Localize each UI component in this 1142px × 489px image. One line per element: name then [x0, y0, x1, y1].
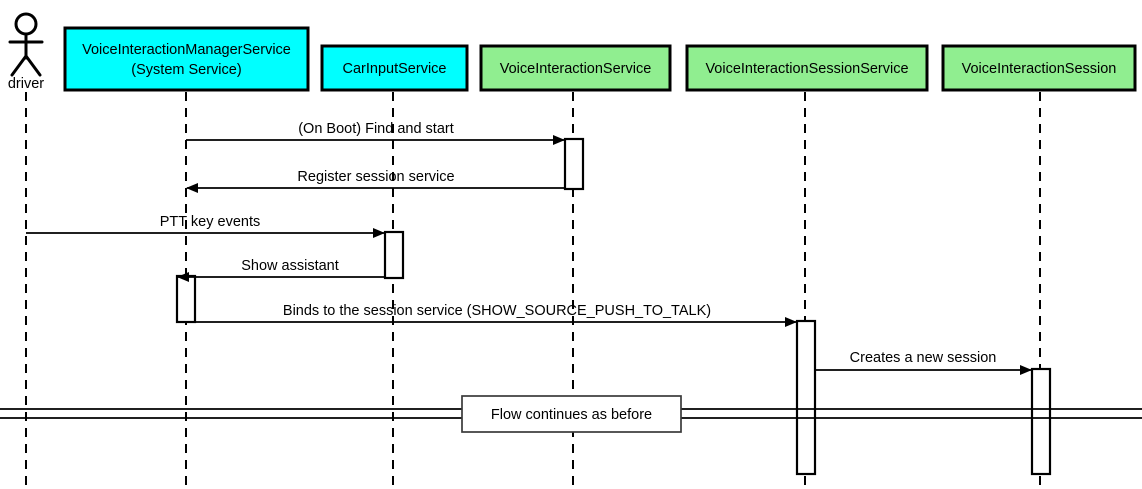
participant-label-vis: VoiceInteractionService	[500, 61, 652, 77]
activation-bar-vims	[175, 274, 197, 324]
participant-box-vis[interactable]	[479, 44, 672, 92]
participant-label-vims-line2: (System Service)	[131, 62, 241, 78]
actor-driver: driver	[8, 12, 44, 92]
message-label-6: Creates a new session	[850, 350, 997, 366]
participant-label-vims-line1: VoiceInteractionManagerService	[82, 42, 291, 58]
activation-bar-carinput	[383, 230, 405, 280]
message-label-2: Register session service	[297, 169, 454, 185]
message-5: Binds to the session service (SHOW_SOURC…	[177, 303, 797, 327]
participant-label-vsession: VoiceInteractionSession	[962, 61, 1117, 77]
divider-label: Flow continues as before	[491, 407, 652, 423]
message-6: Creates a new session	[815, 350, 1032, 375]
participant-vis[interactable]: VoiceInteractionService	[479, 44, 672, 92]
message-label-1: (On Boot) Find and start	[298, 121, 454, 137]
participant-box-vims[interactable]	[63, 26, 310, 92]
participant-label-carinput: CarInputService	[343, 61, 447, 77]
actor-label: driver	[8, 76, 44, 92]
actor-leg-left-icon	[10, 54, 28, 77]
activation-bar-vsession	[1030, 367, 1052, 476]
message-2: Register session service	[186, 169, 565, 193]
message-label-4: Show assistant	[241, 258, 339, 274]
participant-carinput[interactable]: CarInputService	[320, 44, 469, 92]
participant-box-vissvc[interactable]	[685, 44, 929, 92]
participant-label-vissvc: VoiceInteractionSessionService	[705, 61, 908, 77]
participant-vims[interactable]: VoiceInteractionManagerService (System S…	[63, 26, 310, 92]
message-1: (On Boot) Find and start	[186, 121, 565, 145]
participant-vsession[interactable]: VoiceInteractionSession	[941, 44, 1137, 92]
message-label-5: Binds to the session service (SHOW_SOURC…	[283, 303, 711, 319]
actor-leg-right-icon	[24, 54, 42, 77]
message-3: PTT key events	[26, 214, 385, 238]
message-4: Show assistant	[177, 258, 385, 282]
activation-bar-vissvc	[795, 319, 817, 476]
activation-bars	[175, 137, 1052, 476]
activation-bar-vis	[563, 137, 585, 191]
actor-head-icon	[14, 12, 38, 36]
participant-box-carinput[interactable]	[320, 44, 469, 92]
participant-box-vsession[interactable]	[941, 44, 1137, 92]
participant-vissvc[interactable]: VoiceInteractionSessionService	[685, 44, 929, 92]
flow-divider: Flow continues as before	[0, 395, 1142, 433]
divider-box	[461, 395, 682, 433]
message-label-3: PTT key events	[160, 214, 260, 230]
